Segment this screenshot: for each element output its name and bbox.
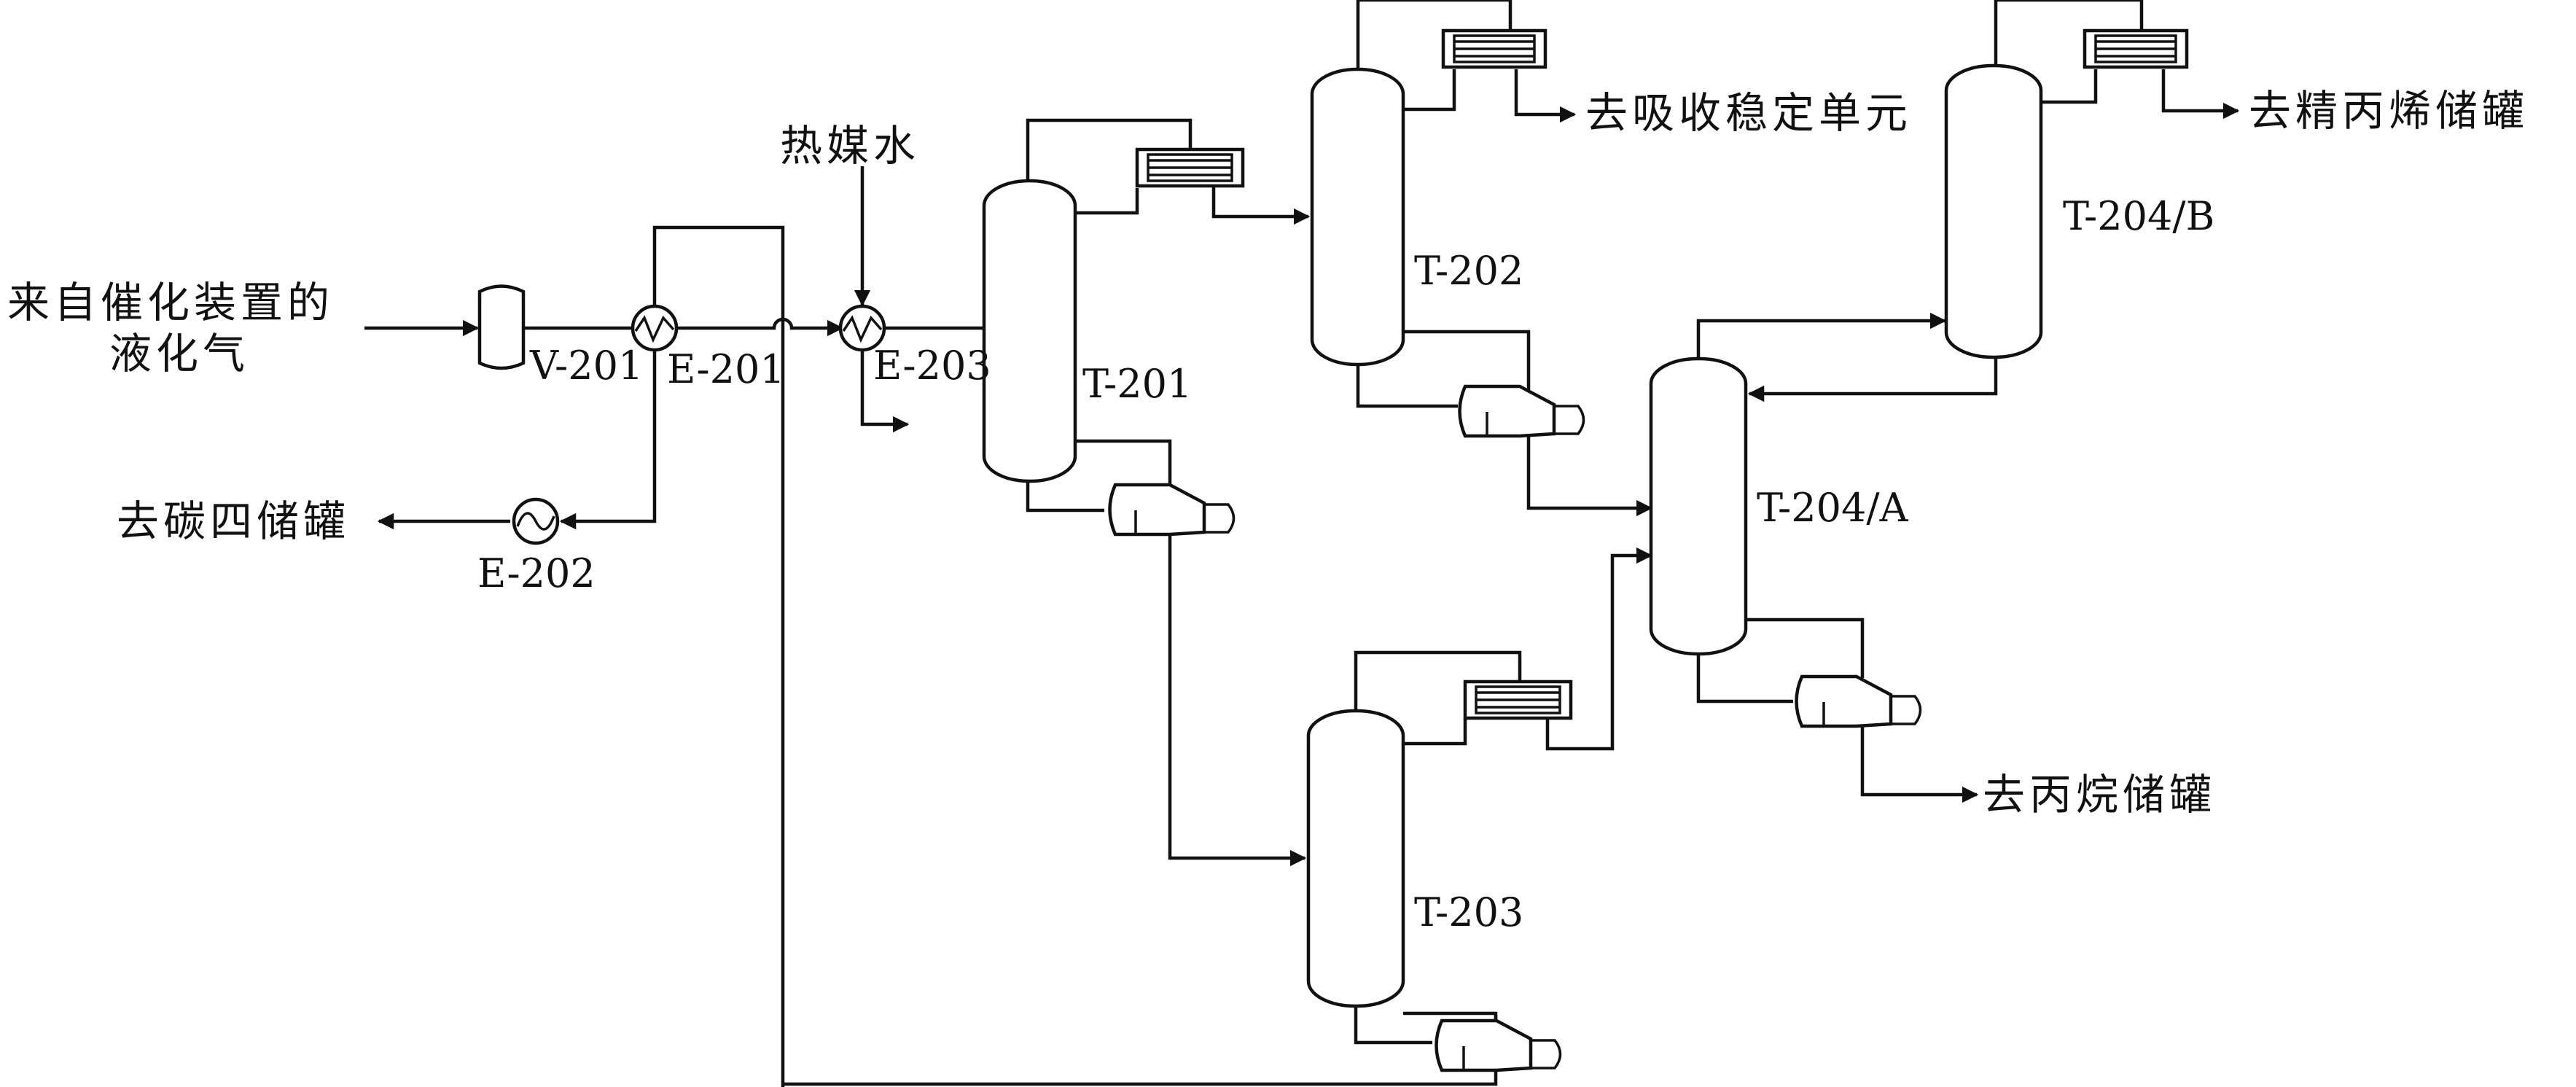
- label-t204a: T-204/A: [1757, 485, 1909, 531]
- vessel-v201: [477, 284, 526, 370]
- line-e201-loop: [652, 225, 785, 1087]
- to-propylene-tank-label: 去精丙烯储罐: [2249, 86, 2529, 136]
- condenser-t201: [1135, 147, 1245, 188]
- column-t202: [1310, 67, 1405, 367]
- line-t201-reb-ret: [1075, 439, 1172, 494]
- line-e201-e202: [559, 350, 657, 530]
- line-t204a-reb: [1696, 652, 1793, 704]
- line-e201-e203: [678, 317, 844, 337]
- to-c4-tank-label: 去碳四储罐: [117, 496, 350, 546]
- column-t203: [1306, 709, 1405, 1008]
- line-t202-ovhd: [1356, 0, 1513, 71]
- line-t203-ovhd: [1354, 650, 1522, 712]
- exchanger-e203: [838, 304, 886, 352]
- exchanger-e202: [512, 497, 560, 545]
- piping: [364, 0, 2240, 1087]
- line-t203-reb: [1354, 1002, 1432, 1045]
- line-t201-reflux: [1075, 188, 1139, 215]
- line-t204a-reb-ret: [1746, 617, 1865, 678]
- column-t201: [982, 179, 1077, 483]
- line-t204b-ovhd: [1994, 0, 2144, 67]
- line-t204a-propane: [1860, 718, 1979, 803]
- reboiler-t204a: [1795, 674, 1922, 728]
- line-t202-reflux: [1403, 69, 1456, 112]
- line-t204b-t204a: [1747, 356, 1998, 402]
- exchanger-e201: [631, 304, 679, 352]
- label-e203: E-203: [873, 343, 991, 389]
- column-t204a: [1649, 357, 1748, 656]
- label-e202: E-202: [477, 550, 596, 596]
- line-t202-reb: [1356, 361, 1458, 408]
- condenser-t204b: [2083, 28, 2189, 69]
- label-t204b: T-204/B: [2063, 193, 2214, 239]
- feed-label-line2: 液化气: [109, 329, 249, 378]
- label-t203: T-203: [1414, 889, 1523, 935]
- line-t203-reflux: [1403, 718, 1467, 746]
- line-t203-out: [1545, 547, 1653, 751]
- feed-label-line1: 来自催化装置的: [7, 278, 334, 327]
- label-t201: T-201: [1082, 361, 1192, 407]
- line-t202-t204a: [1526, 423, 1653, 517]
- hot-water-label: 热媒水: [780, 121, 920, 171]
- line-t202-out: [1514, 69, 1577, 123]
- line-t201-t202: [1211, 186, 1311, 225]
- line-t204a-t204b: [1696, 312, 1947, 361]
- label-v201: V-201: [529, 343, 643, 389]
- label-t202: T-202: [1414, 248, 1523, 294]
- label-e201: E-201: [667, 346, 785, 392]
- line-t204b-reflux: [2041, 69, 2098, 104]
- to-propane-tank-label: 去丙烷储罐: [1983, 770, 2216, 819]
- line-bottom-return: [783, 1015, 1498, 1086]
- line-t201-ovhd: [1026, 118, 1193, 181]
- line-t202-reb-ret: [1403, 330, 1531, 390]
- line-t204b-out: [2161, 69, 2240, 120]
- reboiler-t201: [1108, 483, 1236, 537]
- condenser-t203: [1463, 679, 1573, 720]
- line-t201-t203: [1168, 532, 1307, 867]
- column-t204b: [1944, 63, 2043, 359]
- to-absorption-label: 去吸收稳定单元: [1585, 88, 1912, 138]
- line-t201-reb: [1026, 481, 1104, 513]
- condenser-t202: [1441, 28, 1547, 69]
- line-e203-out: [860, 350, 910, 433]
- reboiler-t202: [1458, 384, 1585, 438]
- reboiler-t203: [1435, 1018, 1562, 1072]
